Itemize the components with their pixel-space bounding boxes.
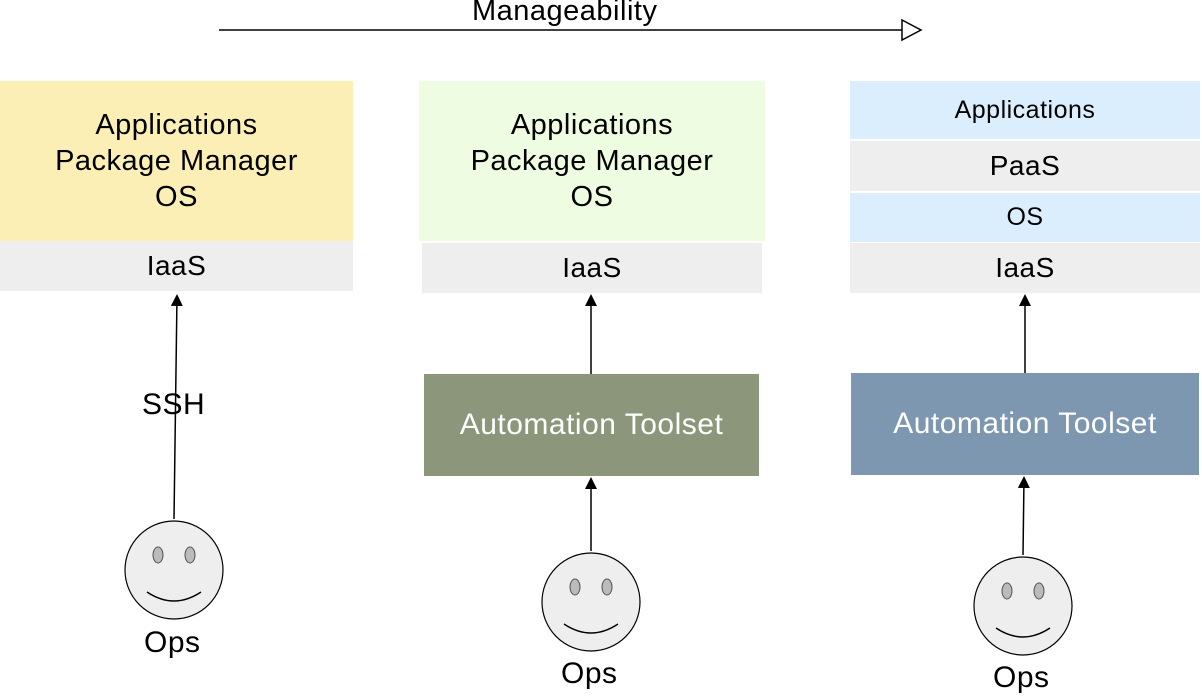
column-1-ops-label: Ops (144, 626, 201, 659)
column-3-connectors (1017, 294, 1031, 556)
column-2-ops-label: Ops (561, 657, 618, 690)
smiley-face-icon (973, 556, 1073, 656)
column-2-iaas-layer: IaaS (422, 243, 762, 293)
column-3-automation-toolset: Automation Toolset (851, 373, 1199, 475)
column-1-connector (170, 294, 183, 520)
column-3-iaas-layer: IaaS (850, 243, 1200, 293)
column-1-iaas-layer: IaaS (0, 241, 353, 291)
column-1-stack: Applications Package Manager OS (0, 81, 353, 241)
column-2-stack: Applications Package Manager OS (419, 81, 765, 241)
ops-smiley-face-1 (124, 520, 224, 620)
smiley-face-icon (541, 552, 641, 652)
ops-smiley-face-2 (541, 552, 641, 652)
column-3-paas-layer: PaaS (850, 141, 1200, 191)
ssh-label: SSH (142, 388, 206, 421)
smiley-face-icon (124, 520, 224, 620)
manageability-arrow (219, 18, 923, 42)
column-2-automation-toolset: Automation Toolset (424, 374, 759, 476)
column-3-ops-label: Ops (993, 661, 1050, 694)
column-3-os-layer: OS (850, 193, 1200, 242)
ops-smiley-face-3 (973, 556, 1073, 656)
column-3-applications-layer: Applications (850, 81, 1200, 139)
manageability-title: Manageability (472, 0, 658, 27)
